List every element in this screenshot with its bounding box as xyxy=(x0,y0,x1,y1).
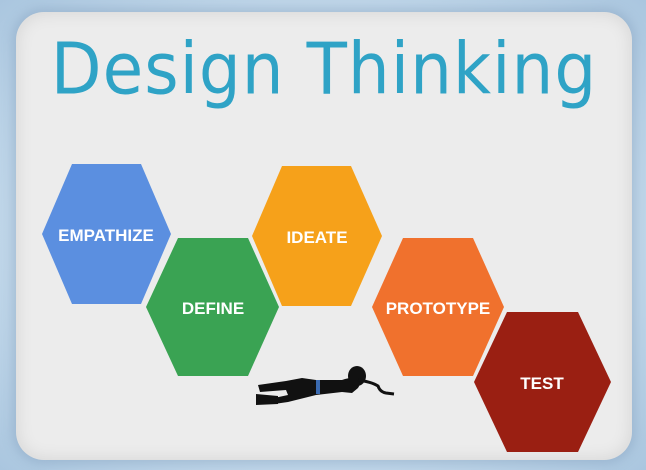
stage-test-label: TEST xyxy=(520,374,564,393)
stage-ideate-hex xyxy=(252,166,382,306)
stage-empathize-label: EMPATHIZE xyxy=(58,226,154,245)
stage-prototype-label: PROTOTYPE xyxy=(386,299,491,318)
stage-test-hex xyxy=(474,312,611,452)
stage-define: DEFINE xyxy=(146,238,279,376)
lying-person-icon xyxy=(256,366,395,405)
stage-test: TEST xyxy=(474,312,611,452)
whiteboard: Design Thinking EMPATHIZE DEFINE IDEATE … xyxy=(16,12,632,460)
design-thinking-diagram: EMPATHIZE DEFINE IDEATE PROTOTYPE TEST xyxy=(42,164,611,452)
stage-prototype-hex xyxy=(372,238,504,376)
stage-ideate-label: IDEATE xyxy=(286,228,347,247)
stage-empathize: EMPATHIZE xyxy=(42,164,171,304)
stage-prototype: PROTOTYPE xyxy=(372,238,504,376)
stage-define-label: DEFINE xyxy=(182,299,244,318)
stage-ideate: IDEATE xyxy=(252,166,382,306)
diagram-title: Design Thinking xyxy=(50,27,598,111)
stage-empathize-hex xyxy=(42,164,171,304)
stage-define-hex xyxy=(146,238,279,376)
